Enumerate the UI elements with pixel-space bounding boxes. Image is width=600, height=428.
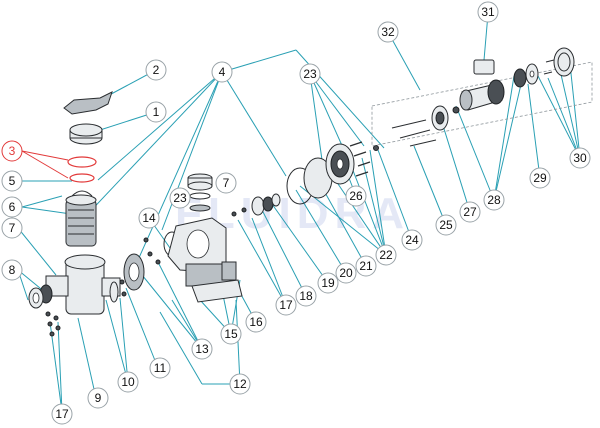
callout-6-label: 6	[9, 200, 16, 214]
callout-2: 2	[145, 59, 167, 81]
callout-7-left: 7	[1, 217, 23, 239]
callout-12: 12	[229, 373, 251, 395]
callout-7-left-label: 7	[9, 221, 16, 235]
pump-body-part	[167, 217, 243, 303]
callout-1: 1	[145, 101, 167, 123]
callout-19-label: 19	[321, 276, 335, 290]
callout-31: 31	[477, 1, 499, 23]
diffuser-stack-part	[187, 173, 213, 212]
lid-handle-part	[63, 91, 113, 115]
lid-ring-part	[69, 123, 103, 145]
callout-2-label: 2	[153, 63, 160, 77]
callout-27-label: 27	[463, 205, 477, 219]
callout-16-label: 16	[249, 315, 263, 329]
pump-parts	[28, 47, 593, 337]
callout-19: 19	[317, 272, 339, 294]
callout-7-right: 7	[215, 172, 237, 194]
callout-9: 9	[87, 387, 109, 409]
fan-cover-part	[543, 47, 575, 77]
union-fitting-part	[28, 284, 53, 309]
callout-3-label: 3	[9, 144, 16, 158]
callout-9-label: 9	[95, 391, 102, 405]
callout-27: 27	[459, 201, 481, 223]
callout-31-label: 31	[481, 5, 495, 19]
callout-26: 26	[345, 185, 367, 207]
motor-body-part	[459, 59, 505, 111]
callout-12-label: 12	[233, 377, 247, 391]
callout-17-mid-label: 17	[279, 298, 293, 312]
callout-20: 20	[335, 262, 357, 284]
callout-22-label: 22	[379, 248, 393, 262]
motor-tie-rods-part	[391, 119, 437, 147]
callout-4-label: 4	[219, 65, 226, 79]
callout-5: 5	[1, 170, 23, 192]
callouts: 1 2 3 4 5 6 7 7	[1, 1, 591, 425]
callout-30-label: 30	[573, 151, 587, 165]
callout-8-label: 8	[9, 263, 16, 277]
motor-flange-part	[325, 143, 355, 185]
screw-set-22-part	[349, 141, 379, 177]
callout-28-label: 28	[487, 193, 501, 207]
callout-6: 6	[1, 196, 23, 218]
callout-30: 30	[569, 147, 591, 169]
callout-13: 13	[191, 338, 213, 360]
callout-14: 14	[138, 207, 160, 229]
lid-oring-part	[67, 156, 97, 183]
callout-21-label: 21	[359, 259, 373, 273]
callout-18: 18	[295, 285, 317, 307]
callout-10-label: 10	[121, 375, 135, 389]
callout-20-label: 20	[339, 266, 353, 280]
callout-11-label: 11	[154, 361, 167, 375]
callout-24-label: 24	[405, 233, 419, 247]
callout-29: 29	[529, 167, 551, 189]
bolt-set-15-part	[143, 237, 161, 265]
pump-base-part	[221, 261, 237, 281]
callout-28: 28	[483, 189, 505, 211]
callout-17-mid: 17	[275, 294, 297, 316]
callout-24: 24	[401, 229, 423, 251]
prefilter-housing-part	[45, 254, 121, 315]
callout-17-bottom: 17	[51, 403, 73, 425]
callout-26-label: 26	[349, 189, 363, 203]
callout-5-label: 5	[9, 174, 16, 188]
callout-15: 15	[220, 323, 242, 345]
callout-21: 21	[355, 255, 377, 277]
callout-32: 32	[377, 21, 399, 43]
callout-14-label: 14	[142, 211, 156, 225]
callout-15-label: 15	[224, 327, 238, 341]
callout-17-bottom-label: 17	[55, 407, 69, 421]
bolt-set-part	[45, 311, 61, 337]
callout-23-top: 23	[299, 63, 321, 85]
callout-23-center: 23	[169, 187, 191, 209]
callout-23-center-label: 23	[173, 191, 187, 205]
callout-3: 3	[1, 140, 23, 162]
callout-11: 11	[149, 357, 171, 379]
motor-endplate-front-part	[431, 105, 460, 131]
callout-29-label: 29	[533, 171, 547, 185]
callout-23-top-label: 23	[303, 67, 317, 81]
callout-25: 25	[435, 214, 457, 236]
motor-endplate-rear-part	[513, 63, 539, 88]
callout-18-label: 18	[299, 289, 313, 303]
strainer-basket-part	[65, 190, 97, 247]
callout-8: 8	[1, 259, 23, 281]
callout-22: 22	[375, 244, 397, 266]
impeller-seal-stack-part	[231, 167, 314, 217]
motor-assembly-box	[371, 61, 593, 147]
flange-gasket-part	[109, 279, 127, 303]
callout-32-label: 32	[381, 25, 395, 39]
clamp-plate-part	[123, 253, 145, 291]
callout-4: 4	[211, 61, 233, 83]
callout-1-label: 1	[153, 105, 160, 119]
callout-7-right-label: 7	[223, 176, 230, 190]
callout-10: 10	[117, 371, 139, 393]
callout-25-label: 25	[439, 218, 453, 232]
callout-16: 16	[245, 311, 267, 333]
callout-13-label: 13	[195, 342, 209, 356]
